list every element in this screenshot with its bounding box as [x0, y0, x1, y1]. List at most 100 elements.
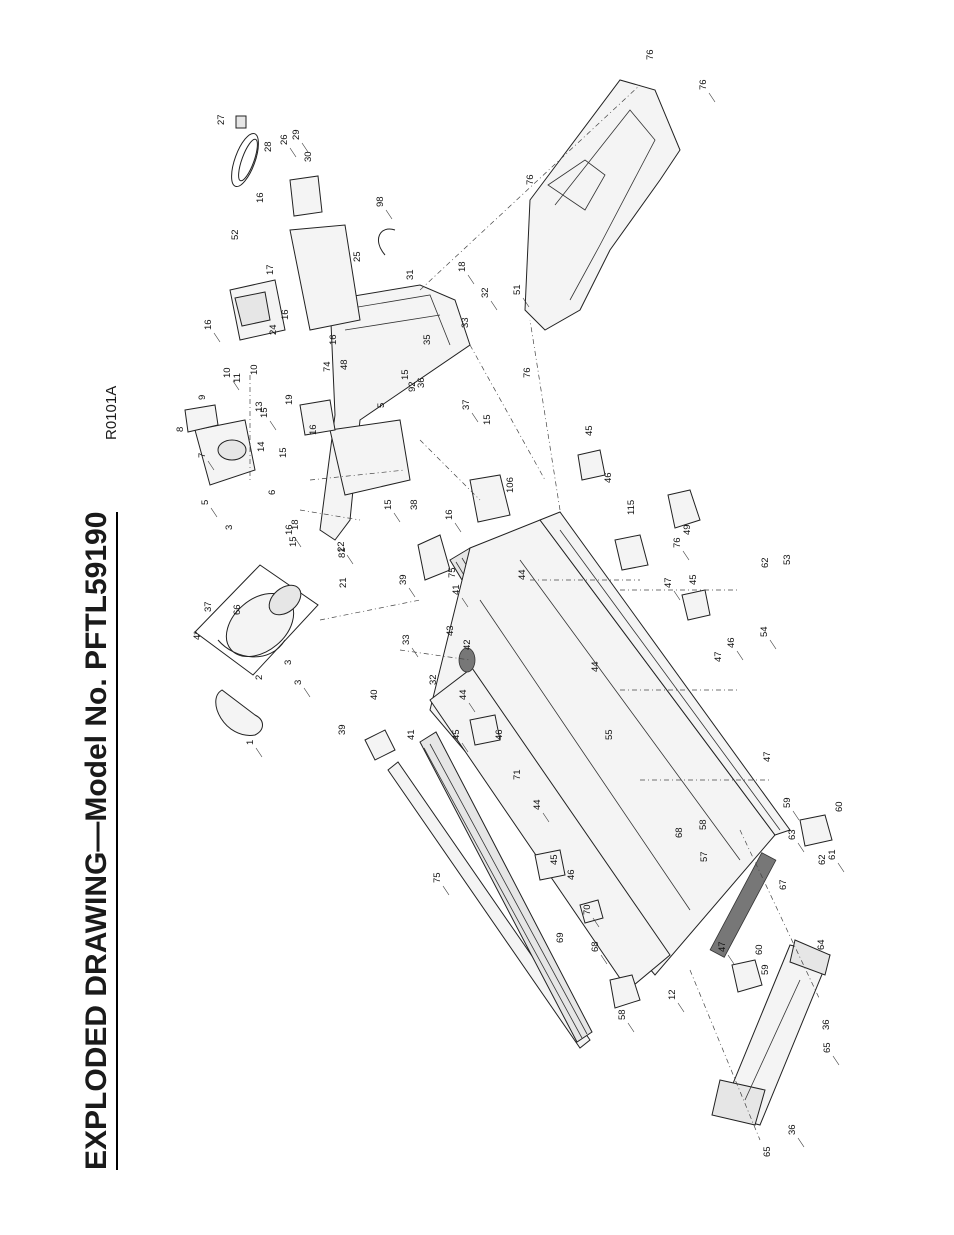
controller-board [229, 224, 361, 341]
callout-leader-line [461, 742, 469, 753]
part-number-label: 32 [480, 287, 491, 298]
callout-leader-line [255, 747, 263, 758]
part-number-label: 76 [645, 49, 656, 60]
part-number-label: 44 [590, 661, 601, 672]
part-number-label: 9 [197, 395, 208, 400]
part-number-label: 98 [375, 196, 386, 207]
part-number-label: 46 [566, 869, 577, 880]
part-number-label: 16 [328, 334, 339, 345]
part-number-label: 12 [667, 989, 678, 1000]
part-number-label: 66 [232, 604, 243, 615]
callout-leader-line [346, 554, 354, 565]
part-number-label: 75 [432, 872, 443, 883]
callout-leader-line [792, 810, 800, 821]
part-number-label: 16 [444, 509, 455, 520]
callout-leader-line [797, 1137, 805, 1148]
part-number-label: 16 [255, 192, 266, 203]
part-number-label: 5 [376, 403, 387, 408]
part-number-label: 58 [617, 1009, 628, 1020]
drive-motor [194, 564, 319, 676]
part-number-label: 18 [290, 519, 301, 530]
part-number-label: 33 [460, 317, 471, 328]
part-number-label: 8 [175, 427, 186, 432]
callout-leader-line [727, 954, 735, 965]
part-number-label: 47 [713, 651, 724, 662]
part-number-label: 33 [401, 634, 412, 645]
part-number-label: 69 [555, 932, 566, 943]
callout-leader-line [408, 587, 416, 598]
part-number-label: 41 [451, 584, 462, 595]
part-number-label: 45 [549, 854, 560, 865]
part-number-label: 1 [245, 740, 256, 745]
front-roller [458, 647, 476, 673]
part-number-label: 39 [398, 574, 409, 585]
power-cord [231, 115, 259, 188]
part-number-label: 60 [834, 801, 845, 812]
part-number-label: 26 [279, 134, 290, 145]
part-number-label: 59 [782, 797, 793, 808]
part-number-label: 16 [280, 309, 291, 320]
part-number-label: 44 [532, 799, 543, 810]
callout-leader-line [411, 647, 419, 658]
incline-frame [299, 399, 411, 496]
part-number-label: 5 [200, 500, 211, 505]
rear-end-cap [711, 939, 831, 1126]
callout-leader-line [490, 300, 498, 311]
callout-leader-line [682, 550, 690, 561]
part-number-label: 40 [369, 689, 380, 700]
part-number-label: 76 [698, 79, 709, 90]
part-number-label: 17 [265, 264, 276, 275]
part-number-label: 37 [203, 601, 214, 612]
callout-leader-line [269, 420, 277, 431]
part-number-label: 65 [822, 1042, 833, 1053]
part-number-label: 42 [462, 639, 473, 650]
callout-leader-line [542, 812, 550, 823]
assembly-lines [249, 84, 821, 1141]
incline-motor [184, 404, 256, 486]
part-number-label: 41 [406, 729, 417, 740]
part-number-label: 81 [337, 547, 348, 558]
part-number-label: 49 [682, 524, 693, 535]
part-number-label: 55 [604, 729, 615, 740]
part-number-label: 30 [303, 151, 314, 162]
part-number-label: 76 [672, 537, 683, 548]
part-number-label: 32 [428, 674, 439, 685]
callout-leader-line [522, 297, 530, 308]
rear-trim-strip [709, 852, 777, 958]
part-number-label: 68 [590, 941, 601, 952]
part-number-label: 75 [447, 567, 458, 578]
part-number-label: 45 [451, 729, 462, 740]
part-number-label: 62 [817, 854, 828, 865]
part-number-label: 63 [787, 829, 798, 840]
part-number-label: 48 [339, 359, 350, 370]
part-number-label: 46 [494, 729, 505, 740]
part-number-label: 62 [760, 557, 771, 568]
part-number-label: 36 [821, 1019, 832, 1030]
callout-leader-line [797, 842, 805, 853]
part-number-label: 45 [584, 425, 595, 436]
callout-leader-line [736, 650, 744, 661]
part-number-label: 16 [203, 319, 214, 330]
callout-leader-line [627, 1022, 635, 1033]
part-number-label: 15 [383, 499, 394, 510]
motor-belt [215, 689, 263, 736]
part-number-label: 59 [760, 964, 771, 975]
part-number-label: 11 [232, 373, 243, 383]
callout-leader-line [294, 537, 302, 548]
part-number-label: 25 [352, 251, 363, 262]
switch-box [289, 175, 323, 217]
part-number-label: 15 [278, 447, 289, 458]
part-number-label: 53 [782, 554, 793, 565]
part-number-label: 36 [416, 377, 427, 388]
part-number-label: 38 [409, 499, 420, 510]
part-number-label: 58 [698, 819, 709, 830]
part-number-label: 44 [458, 689, 469, 700]
part-number-label: 36 [787, 1124, 798, 1135]
callout-leader-line [303, 687, 311, 698]
callout-leader-line [385, 209, 393, 220]
callout-leader-line [832, 1055, 840, 1066]
part-number-label: 43 [445, 625, 456, 636]
part-number-label: 54 [759, 626, 770, 637]
callout-leader-line [213, 332, 221, 343]
callout-leader-line [454, 522, 462, 533]
